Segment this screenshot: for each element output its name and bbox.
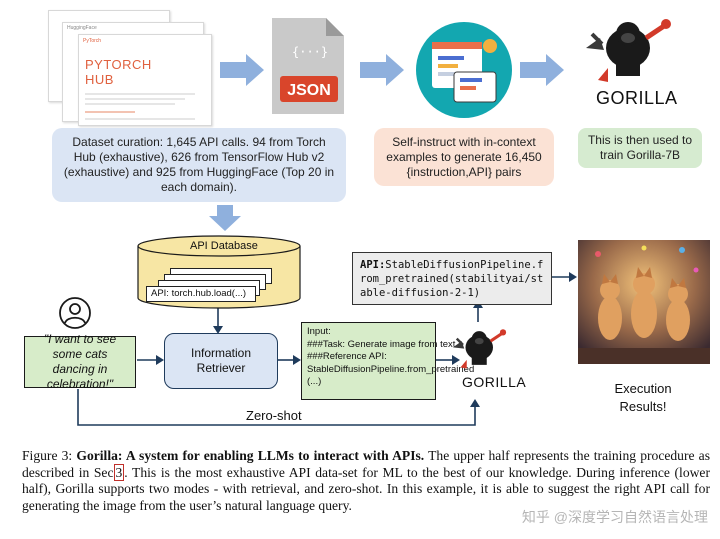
api-card-front: API: torch.hub.load(...) [146, 286, 256, 302]
input-line-1: Input: [307, 326, 331, 337]
pytorch-title-2: HUB [85, 72, 114, 87]
api-output-prefix: API: [360, 259, 386, 271]
arrowhead-retriever [156, 355, 164, 365]
user-query-box: "I want to see some cats dancing in cele… [24, 332, 136, 391]
arrowhead-input [293, 355, 301, 365]
arrowhead-zero-shot [470, 399, 480, 407]
gorilla-label-bottom: GORILLA [462, 374, 527, 390]
arrow-curation-to-db [209, 205, 241, 231]
execution-results-label: Execution Results! [614, 381, 672, 414]
arrowhead-results [569, 272, 577, 282]
input-box: Input: ###Task: Generate image from text… [301, 322, 474, 400]
screenshot-small-label: HuggingFace [67, 25, 97, 31]
api-database-label: API Database [190, 240, 258, 252]
train-note-box: This is then used to train Gorilla-7B [578, 128, 702, 168]
user-icon [59, 297, 91, 329]
api-output-box: API:StableDiffusionPipeline.from_pretrai… [352, 252, 552, 305]
arrow-json-to-selfinstruct [360, 54, 404, 86]
self-instruct-box: Self-instruct with in-context examples t… [374, 128, 554, 186]
pytorch-brand: PyTorch [83, 38, 102, 44]
pytorch-title-1: PYTORCH [85, 57, 152, 72]
figure-caption: Figure 3: Gorilla: A system for enabling… [22, 448, 710, 514]
arrow-hub-to-json [220, 54, 264, 86]
screenshot-front: PyTorch PYTORCH HUB [78, 34, 212, 126]
dataset-curation-box: Dataset curation: 1,645 API calls. 94 fr… [52, 128, 346, 202]
svg-text:{···}: {···} [292, 45, 328, 59]
gorilla-logo-small-icon [453, 329, 507, 369]
information-retriever-box: Information Retriever [164, 333, 278, 389]
caption-part1: The upper half represents the training p… [22, 448, 711, 480]
arrowhead-retriever-top [213, 326, 223, 334]
input-line-2: ###Task: Generate image from text [307, 338, 456, 350]
watermark: 知乎 @深度学习自然语言处理 [521, 509, 708, 525]
api-output-text: StableDiffusionPipeline.from_pretrained(… [360, 259, 544, 299]
line-zero-shot [77, 389, 476, 426]
input-line-3: ###Reference API: StableDiffusionPipelin… [307, 351, 475, 387]
self-instruct-illustration [416, 22, 512, 118]
cat-image [578, 240, 710, 364]
arrowhead-gorilla [452, 355, 460, 365]
svg-text:JSON: JSON [287, 82, 331, 99]
json-file-icon: {···} JSON [272, 18, 344, 114]
caption-part2: . This is the most exhaustive API data-s… [22, 464, 710, 513]
caption-fig-number: Figure 3: [22, 448, 73, 463]
gorilla-logo-icon [586, 19, 671, 82]
caption-section-ref[interactable]: 3 [113, 463, 125, 481]
api-card-text: API: torch.hub.load(...) [151, 288, 247, 299]
gorilla-label-top: GORILLA [596, 88, 678, 108]
arrow-selfinstruct-to-gorilla [520, 54, 564, 86]
zero-shot-label: Zero-shot [246, 408, 302, 423]
caption-title: Gorilla: A system for enabling LLMs to i… [76, 448, 425, 463]
